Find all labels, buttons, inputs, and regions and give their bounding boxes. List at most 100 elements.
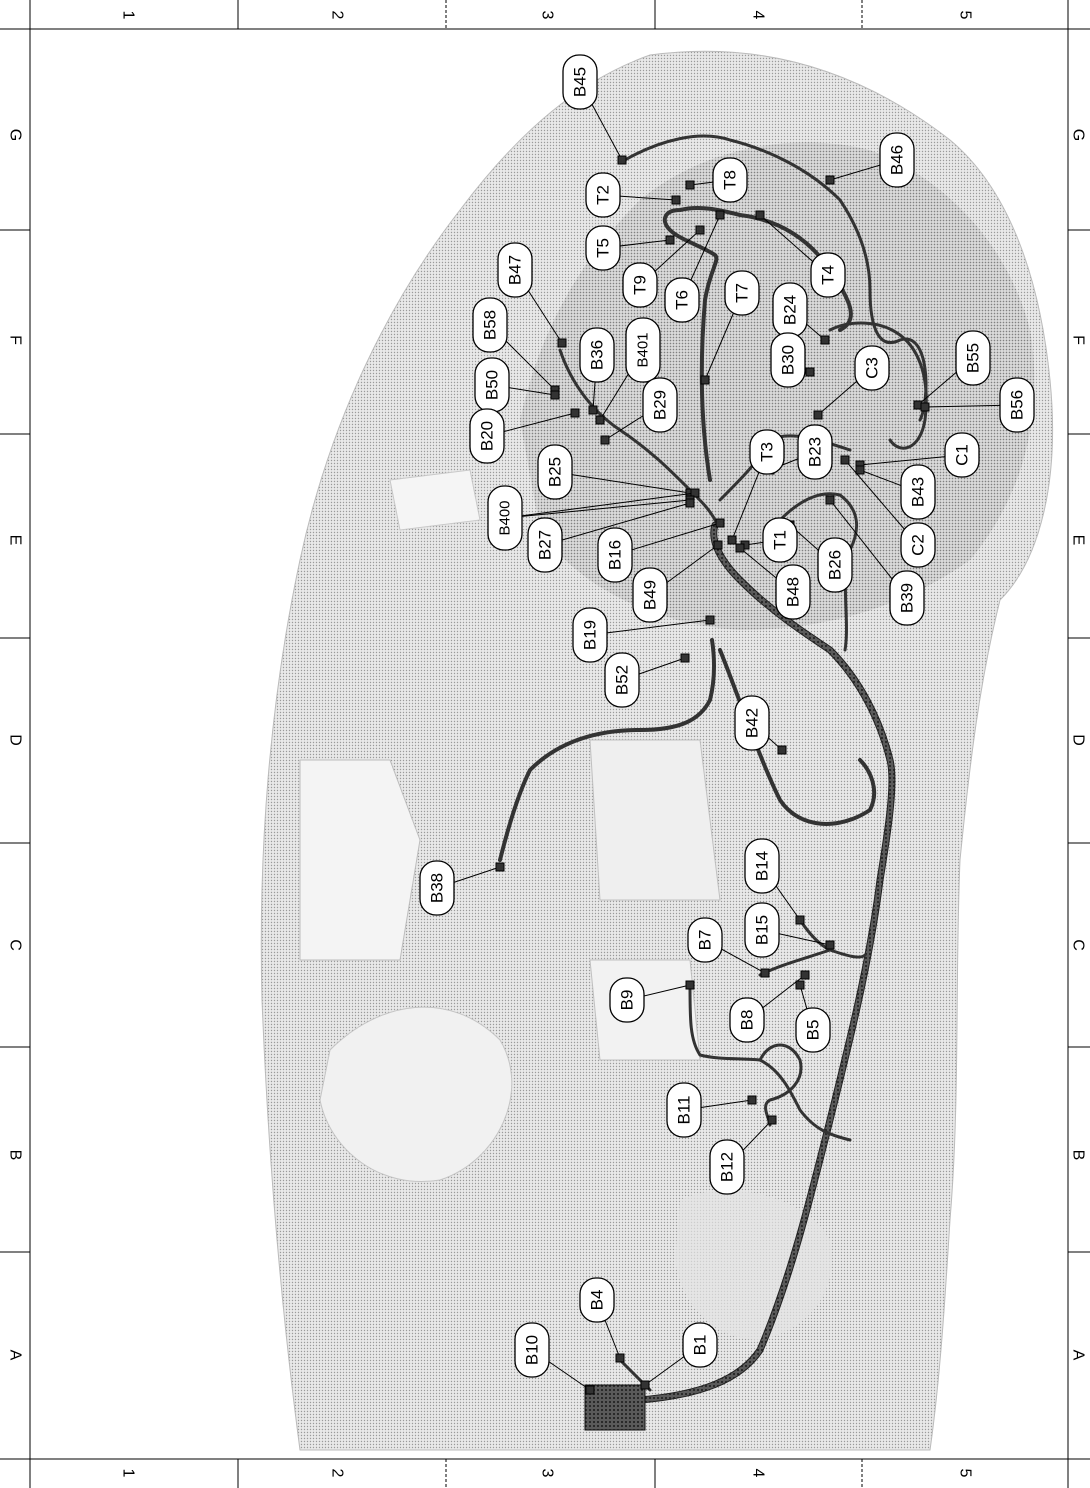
callout-bubble (854, 345, 890, 391)
connector-label: B15 (753, 915, 772, 945)
connector-label: B29 (651, 390, 670, 420)
connector-callout-b401: B401 (625, 317, 661, 383)
callout-bubble (579, 327, 615, 383)
connector-label: B52 (613, 665, 632, 695)
grid-row-label-left: B (7, 1150, 24, 1161)
connector-callout-b45: B45 (562, 54, 598, 110)
connector-b38-marker (495, 862, 505, 872)
connector-callout-b1: B1 (682, 1322, 718, 1368)
grid-column-label-bottom: 2 (329, 1469, 346, 1478)
connector-label: B5 (804, 1020, 823, 1041)
callout-bubble (514, 1322, 550, 1378)
connector-label: T8 (721, 170, 740, 190)
connector-label: B10 (523, 1335, 542, 1365)
connector-b48-marker (735, 543, 745, 553)
callout-bubble (497, 242, 533, 298)
connector-label: T1 (771, 530, 790, 550)
connector-label: B36 (588, 340, 607, 370)
connector-label: B24 (781, 295, 800, 325)
callout-bubble (469, 408, 505, 464)
callout-bubble (562, 54, 598, 110)
connector-c2-marker (840, 455, 850, 465)
grid-row-label-right: C (1070, 939, 1087, 951)
callout-bubble (625, 317, 661, 383)
wiring-harness (498, 134, 928, 1404)
callout-bubble (729, 997, 765, 1043)
connector-b12-marker (767, 1115, 777, 1125)
connector-callout-b20: B20 (469, 408, 505, 464)
callout-bubble (734, 695, 770, 751)
connector-callout-b19: B19 (572, 607, 608, 663)
callout-bubble (687, 917, 723, 963)
connector-b39-marker (825, 495, 835, 505)
grid-column-label-top: 2 (329, 11, 346, 20)
connector-callout-b36: B36 (579, 327, 615, 383)
connector-label: T2 (594, 185, 613, 205)
callout-bubble (622, 262, 658, 308)
grid-column-label-top: 3 (539, 11, 556, 20)
connector-b20-marker (570, 408, 580, 418)
callout-bubble (810, 252, 846, 298)
callout-bubble (770, 332, 806, 388)
leader-line-b400 (504, 492, 696, 519)
grid-row-label-right: G (1070, 129, 1087, 141)
connector-b7-marker (760, 968, 770, 978)
grid-row-label-right: B (1070, 1150, 1087, 1161)
connector-label: B11 (675, 1096, 694, 1125)
connector-b46-marker (825, 175, 835, 185)
callout-bubble (585, 172, 621, 218)
connector-label: B4 (588, 1290, 607, 1311)
leader-line-b19 (589, 619, 711, 636)
connector-b45-marker (617, 155, 627, 165)
connector-label: B8 (738, 1010, 757, 1031)
connector-label: B38 (428, 873, 447, 903)
connector-label: C1 (953, 444, 972, 466)
connector-label: B26 (826, 550, 845, 580)
connector-label: C3 (863, 357, 882, 379)
callout-bubble (585, 225, 621, 271)
connector-b9-marker (685, 980, 695, 990)
connector-label: B7 (696, 930, 715, 951)
callout-bubble (724, 270, 760, 316)
connector-callout-b23: B23 (797, 424, 833, 480)
grid-row-label-right: E (1070, 535, 1087, 546)
grid-row-label-left: F (7, 335, 24, 345)
callout-bubble (664, 277, 700, 323)
grid-column-label-bottom: 1 (120, 1469, 137, 1478)
connector-callout-b48: B48 (775, 564, 811, 620)
connector-c3-marker (813, 410, 823, 420)
connector-callout-b39: B39 (889, 570, 925, 626)
callout-bubble (744, 838, 780, 894)
grid-column-label-bottom: 5 (957, 1469, 974, 1478)
connector-label: B19 (581, 620, 600, 650)
connector-callout-t3: T3 (749, 429, 785, 475)
connector-label: B12 (718, 1152, 737, 1182)
callout-bubble (797, 424, 833, 480)
connector-callout-b46: B46 (879, 132, 915, 188)
connector-callout-c1: C1 (944, 432, 980, 478)
connector-label: B39 (898, 583, 917, 613)
callout-bubble (632, 567, 668, 623)
connector-b30-marker (805, 367, 815, 377)
grid-column-label-top: 4 (750, 11, 767, 20)
connector-callout-t7: T7 (724, 270, 760, 316)
callout-bubble (999, 377, 1035, 433)
connector-label: B23 (806, 437, 825, 467)
grid-column-label-top: 5 (957, 11, 974, 20)
connector-b49-marker (713, 540, 723, 550)
connector-callout-t5: T5 (585, 225, 621, 271)
leader-line-b400 (504, 499, 691, 519)
connector-b400-marker (690, 488, 700, 498)
connector-b11-marker (747, 1095, 757, 1105)
connector-callout-t4: T4 (810, 252, 846, 298)
connector-label: B55 (964, 343, 983, 373)
connector-callout-b15: B15 (744, 902, 780, 958)
connector-b14-marker (795, 915, 805, 925)
connector-label: B16 (606, 540, 625, 570)
connector-callout-b47: B47 (497, 242, 533, 298)
callout-bubble (775, 564, 811, 620)
connector-t2-marker (671, 195, 681, 205)
connector-callout-b26: B26 (817, 537, 853, 593)
